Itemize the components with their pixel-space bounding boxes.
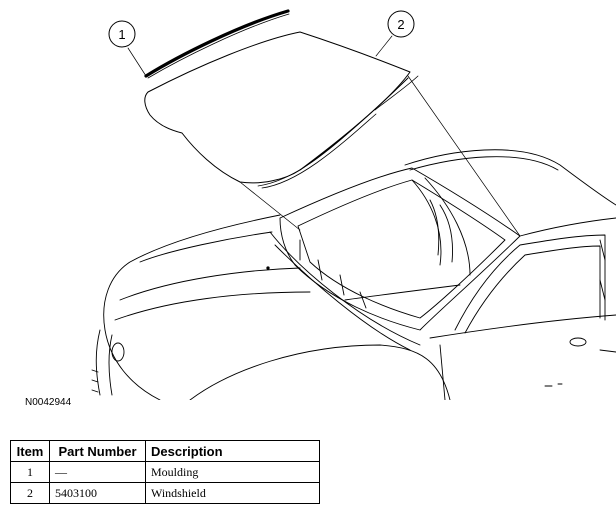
windshield-part bbox=[144, 31, 419, 189]
exploded-view-diagram: 1 2 bbox=[91, 9, 616, 400]
cell-item: 2 bbox=[10, 482, 50, 504]
assembly-lines bbox=[127, 35, 521, 237]
table-header-row: Item Part Number Description bbox=[10, 440, 320, 462]
callout-2: 2 bbox=[387, 10, 415, 38]
header-item: Item bbox=[10, 440, 50, 462]
moulding-part bbox=[144, 9, 290, 79]
callout-1: 1 bbox=[108, 20, 136, 48]
callout-1-label: 1 bbox=[118, 27, 125, 42]
cell-part-number: 5403100 bbox=[49, 482, 146, 504]
callout-2-label: 2 bbox=[397, 17, 404, 32]
header-part-number: Part Number bbox=[49, 440, 146, 462]
figure-id: N0042944 bbox=[25, 397, 72, 408]
cell-part-number: — bbox=[49, 461, 146, 483]
cell-item: 1 bbox=[10, 461, 50, 483]
table-row: 1 — Moulding bbox=[10, 461, 320, 483]
table-row: 2 5403100 Windshield bbox=[10, 482, 320, 504]
parts-table: Item Part Number Description 1 — Mouldin… bbox=[10, 440, 320, 504]
cell-description: Moulding bbox=[145, 461, 320, 483]
cell-description: Windshield bbox=[145, 482, 320, 504]
vehicle-body bbox=[91, 149, 616, 400]
header-description: Description bbox=[145, 440, 320, 462]
